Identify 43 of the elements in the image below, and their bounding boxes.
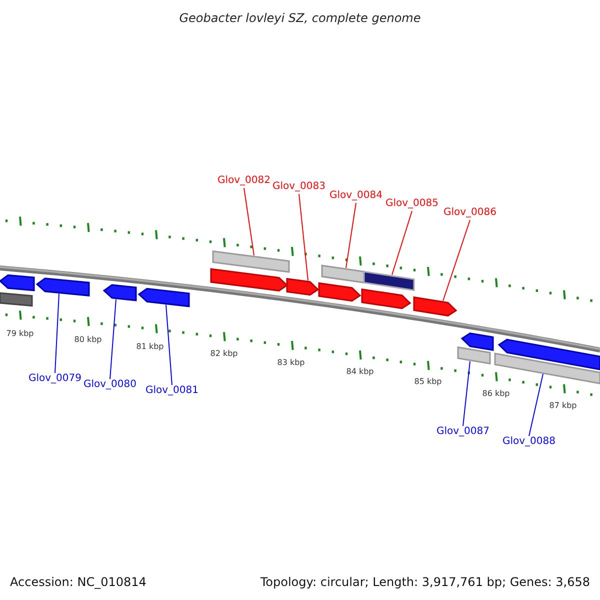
map-title: Geobacter lovleyi SZ, complete genome bbox=[178, 12, 422, 24]
gene-label: Glov_0083 bbox=[264, 182, 334, 192]
feature-bar bbox=[494, 352, 600, 384]
gene-label: Glov_0088 bbox=[494, 437, 564, 447]
feature-bar bbox=[0, 292, 33, 307]
scale-label: 87 kbp bbox=[548, 402, 578, 410]
leader-line bbox=[528, 373, 544, 436]
accession-text: Accession: NC_010814 bbox=[10, 576, 146, 588]
leader-line bbox=[462, 360, 470, 426]
feature-bar bbox=[363, 270, 415, 292]
leader-line bbox=[244, 188, 254, 256]
gene-segment bbox=[102, 284, 137, 302]
scale-label: 85 kbp bbox=[413, 378, 443, 386]
gene-segment bbox=[413, 296, 458, 316]
leader-line bbox=[110, 298, 116, 380]
gene-segment bbox=[286, 278, 320, 296]
gene-label: Glov_0087 bbox=[428, 427, 498, 437]
feature-bar bbox=[212, 250, 290, 273]
leader-line bbox=[442, 220, 470, 302]
scale-label: 84 kbp bbox=[345, 368, 375, 376]
gene-segment bbox=[498, 338, 600, 370]
scale-label: 80 kbp bbox=[73, 336, 103, 344]
scale-label: 81 kbp bbox=[135, 343, 165, 351]
genome-stats-text: Topology: circular; Length: 3,917,761 bp; Genes: 3,658 bbox=[260, 576, 590, 588]
gene-label: Glov_0085 bbox=[377, 199, 447, 209]
gene-segment bbox=[361, 288, 412, 310]
gene-segment bbox=[36, 278, 90, 296]
scale-label: 86 kbp bbox=[481, 390, 511, 398]
leader-line bbox=[392, 210, 412, 276]
leader-line bbox=[166, 304, 172, 386]
leader-line bbox=[346, 202, 356, 268]
gene-segment bbox=[0, 274, 35, 292]
scale-label: 82 kbp bbox=[209, 350, 239, 358]
scale-label: 79 kbp bbox=[5, 330, 35, 338]
scale-label: 83 kbp bbox=[276, 359, 306, 367]
gene-segment bbox=[460, 332, 494, 352]
feature-bar bbox=[457, 346, 491, 365]
leader-line bbox=[54, 293, 60, 374]
gene-segment bbox=[318, 282, 362, 302]
leader-line bbox=[298, 194, 308, 282]
gene-label: Glov_0086 bbox=[435, 208, 505, 218]
feature-bar bbox=[321, 264, 365, 284]
gene-segment bbox=[138, 288, 190, 308]
